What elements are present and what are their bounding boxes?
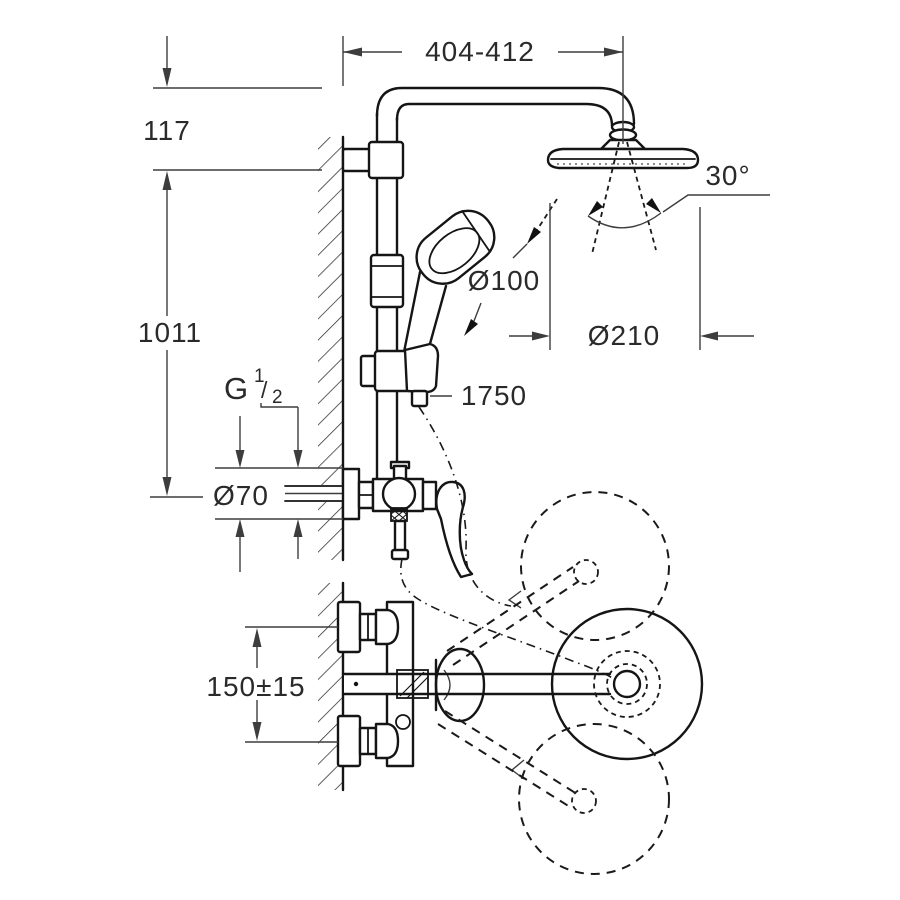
dimension-hand-shower-diameter: Ø100 — [464, 198, 558, 336]
arrowhead — [162, 68, 172, 87]
plan-holder-clamp — [396, 669, 429, 699]
dimension-head-angle: 30° — [587, 160, 770, 229]
arrowhead — [646, 198, 661, 213]
plan-connection-flange-bottom — [336, 714, 362, 768]
plan-rail-center-mark — [353, 681, 359, 687]
arrowhead — [343, 47, 362, 57]
dimension-top-width: 404-412 — [342, 36, 624, 144]
angle-leader — [662, 194, 770, 213]
plan-hose-connector — [612, 669, 642, 699]
arrowhead — [293, 450, 303, 468]
arrowhead — [235, 519, 245, 537]
dimension-hose-length: 1750 — [430, 380, 527, 411]
arrowhead — [162, 477, 172, 496]
hand-shower-handle-right — [426, 284, 448, 353]
plan-lever-inner-arc — [443, 669, 451, 701]
shower-hose — [400, 406, 615, 780]
arrowhead — [252, 722, 262, 741]
label-rail-height: 1011 — [138, 317, 202, 348]
label-hand-shower-diameter: Ø100 — [468, 265, 541, 296]
rail-union — [369, 253, 405, 309]
arrowhead — [700, 331, 718, 341]
thread-leader — [260, 403, 298, 408]
label-head-shower-diameter: Ø210 — [588, 320, 661, 351]
valve-outlet — [393, 519, 407, 554]
plan-rail-bg — [344, 675, 404, 693]
arrowhead — [464, 319, 478, 336]
arrowhead — [235, 450, 245, 468]
arrowhead — [604, 47, 623, 57]
plan-hand-shower-position-down — [518, 723, 670, 875]
dimension-supply-spacing: 150±15 — [206, 626, 338, 743]
plan-handle-down-edge2 — [437, 723, 571, 808]
plan-connection-flange-top — [336, 600, 362, 654]
dimension-top-offset: 117 — [143, 36, 322, 171]
plan-hand-shower-current — [550, 607, 704, 761]
arrowhead — [532, 331, 550, 341]
holder-cup — [403, 342, 440, 394]
cartridge-cap — [421, 480, 438, 511]
label-thread-denominator: 2 — [272, 387, 283, 408]
plan-hand-shower-position-up — [520, 491, 670, 641]
hand-shower-neck-line — [461, 210, 491, 253]
plan-union-top — [374, 608, 400, 646]
spray-angle-line-right — [626, 141, 657, 251]
dimension-head-shower-diameter: Ø210 — [509, 203, 754, 351]
spray-angle-line-left — [591, 141, 620, 255]
arrowhead — [293, 519, 303, 537]
holder-body — [373, 349, 411, 393]
plan-handle-down-head — [571, 788, 597, 814]
plan-view — [336, 491, 704, 875]
label-top-offset: 117 — [143, 115, 191, 146]
plan-inner-dashed-ring — [606, 663, 648, 705]
dimension-escutcheon-diameter: Ø70 — [213, 416, 343, 572]
shower-arm-outer — [375, 86, 636, 126]
arrowhead — [162, 171, 172, 190]
hand-shower-head — [415, 209, 496, 285]
hose-nipple — [410, 389, 429, 408]
label-escutcheon-diameter: Ø70 — [213, 480, 269, 511]
arrowhead — [527, 227, 541, 244]
shower-arm-inner — [395, 102, 614, 128]
label-thread-numerator: 1 — [254, 366, 265, 387]
label-head-angle: 30° — [705, 160, 750, 191]
valve-ball-joint — [381, 476, 417, 512]
dim-stub-dashed — [536, 198, 558, 231]
plan-screw-detail — [395, 714, 411, 730]
hand-shower-handle-left — [402, 270, 422, 354]
plan-mid-dashed-ring — [593, 650, 661, 718]
angle-arc — [587, 212, 662, 229]
dimension-rail-height: 1011 — [138, 171, 203, 498]
label-thread-letter: G — [224, 371, 248, 406]
hose-curve-lower — [400, 558, 615, 680]
shower-rail-and-arm — [341, 86, 636, 480]
outlet-nipple — [390, 548, 410, 561]
escutcheon — [341, 467, 361, 521]
label-top-width: 404-412 — [425, 36, 535, 67]
dimension-thread: G 1 / 2 — [224, 366, 303, 559]
plan-union-bottom — [374, 722, 400, 760]
hose-curve-upper — [418, 406, 512, 607]
label-thread-slash: / — [261, 377, 268, 403]
label-hose-length: 1750 — [461, 380, 527, 411]
hand-shower — [359, 209, 496, 408]
rail-tee — [367, 140, 405, 180]
plan-handle-down-edge1 — [444, 710, 578, 795]
arrowhead — [588, 201, 603, 216]
mixer-valve-side — [284, 460, 474, 579]
wall-bracket — [341, 147, 373, 173]
arrowhead — [252, 628, 262, 647]
plan-handle-up-head — [573, 559, 599, 585]
label-supply-spacing: 150±15 — [206, 671, 305, 702]
